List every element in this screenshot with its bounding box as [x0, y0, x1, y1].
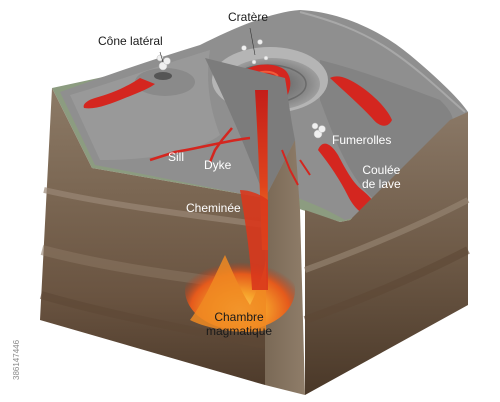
label-chambre-line1: Chambre	[214, 310, 264, 324]
sill-crack	[149, 136, 251, 162]
label-coulee-de-lave: Coulée de lave	[362, 163, 401, 191]
lava-flow-lower	[318, 143, 376, 216]
strata-front-3	[39, 291, 266, 349]
cone-section-cut	[205, 58, 295, 198]
cone-ridge-right	[299, 11, 466, 113]
label-chambre-line2: magmatique	[206, 324, 273, 338]
fumarole-right	[311, 122, 326, 139]
lateral-lava-flow	[83, 78, 155, 109]
strata-right-2	[303, 246, 470, 324]
label-coulee-line2: de lave	[362, 177, 401, 191]
label-fumerolles: Fumerolles	[332, 133, 392, 147]
lateral-cone	[135, 68, 195, 96]
fumarole-lateral	[156, 54, 171, 71]
right-dyke	[299, 159, 311, 176]
label-sill: Sill	[168, 150, 185, 164]
block-right-face	[305, 112, 468, 395]
strata-front-1	[43, 187, 266, 228]
conduit-lower	[240, 190, 268, 290]
label-cone-lateral: Cône latéral	[98, 34, 163, 48]
stock-id-vertical: 386147446	[2, 120, 21, 390]
fumarole-crater	[241, 39, 269, 65]
label-coulee-line1: Coulée	[362, 163, 401, 177]
label-dyke: Dyke	[204, 158, 232, 172]
label-cratere: Cratère	[228, 10, 269, 24]
cone-leader	[159, 51, 164, 63]
label-cheminee: Cheminée	[186, 201, 241, 215]
strata-right-1	[303, 197, 470, 273]
cratere-leader	[249, 27, 256, 56]
dyke-crack	[208, 127, 233, 163]
dyke-crack-2	[281, 149, 299, 186]
magma-chamber-shape	[190, 255, 266, 332]
lateral-cone-vent	[154, 72, 172, 80]
stock-id-text: 386147446	[12, 339, 21, 380]
label-chambre-magmatique: Chambre magmatique	[206, 310, 272, 338]
lava-flow-right	[330, 76, 392, 126]
